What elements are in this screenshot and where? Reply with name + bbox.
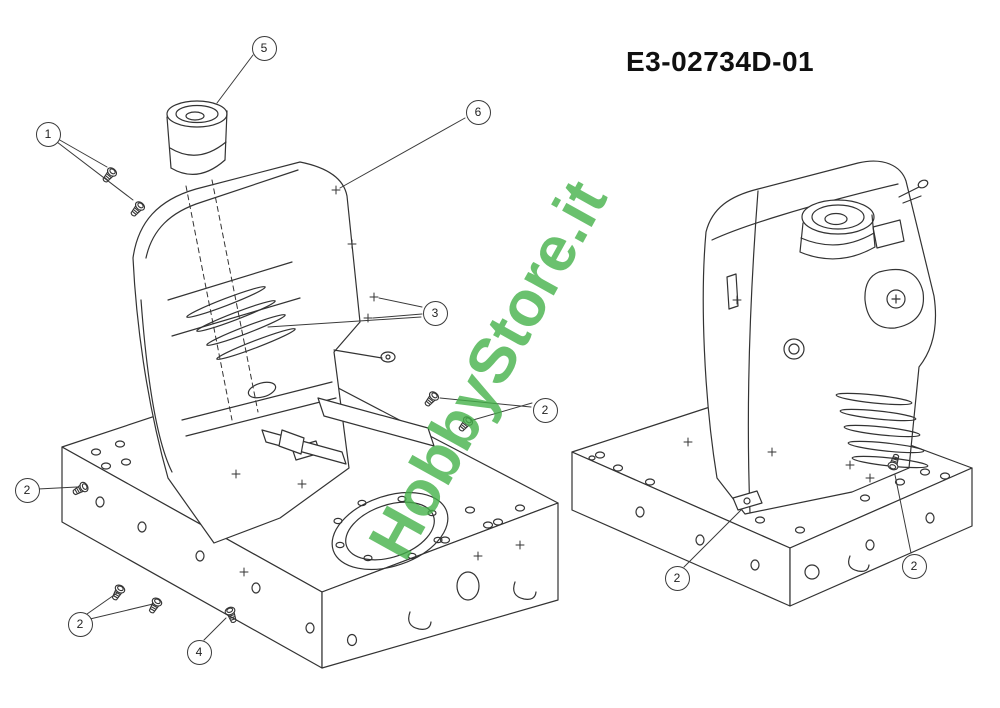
leader-line: [89, 603, 154, 620]
leader-line: [267, 316, 422, 328]
steering-column-cap: [166, 100, 228, 175]
leader-line: [203, 617, 227, 641]
assembled-view-drawing: [571, 160, 973, 607]
dashboard-console-assembled: [702, 160, 937, 515]
leader-line: [216, 54, 254, 104]
rivet-marks-right: [683, 295, 875, 483]
exploded-view-drawing: [61, 100, 559, 669]
leader-line: [339, 117, 466, 189]
leader-line: [372, 313, 423, 319]
leader-line: [56, 141, 134, 201]
rivet-marks-left: [231, 185, 525, 577]
leader-line: [57, 138, 108, 168]
mounting-hardware-right: [732, 452, 903, 511]
callout-leader-lines: [37, 54, 912, 641]
leader-line: [37, 486, 78, 490]
leader-line: [86, 592, 118, 615]
diagram-number: E3-02734D-01: [626, 46, 815, 77]
leader-line: [378, 297, 423, 308]
leader-line: [683, 508, 743, 568]
leader-line: [439, 397, 532, 408]
support-brackets: [261, 397, 435, 465]
leader-line: [894, 474, 912, 554]
